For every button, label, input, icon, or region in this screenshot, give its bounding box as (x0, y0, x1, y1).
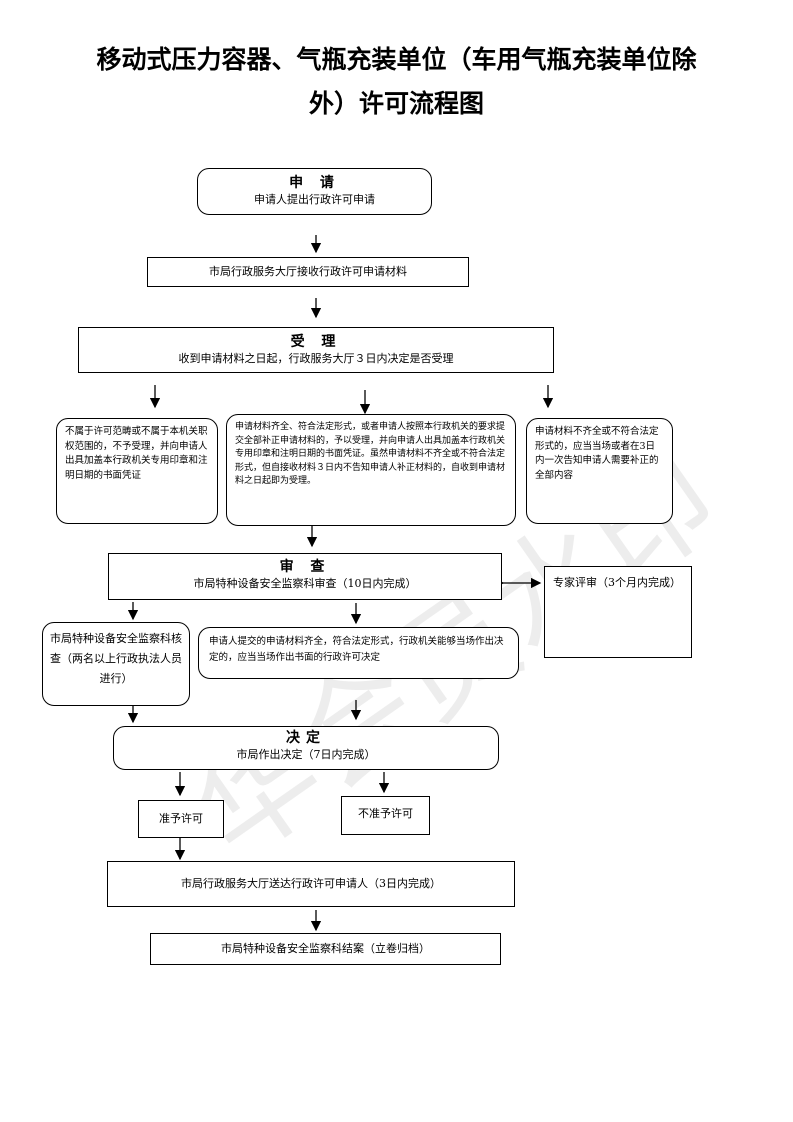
decision-box: 决定 市局作出决定（7日内完成） (113, 726, 499, 770)
decision-text: 市局作出决定（7日内完成） (236, 748, 376, 761)
verify-box: 市局特种设备安全监察科核查（两名以上行政执法人员进行） (42, 622, 190, 706)
decision-heading: 决定 (286, 730, 326, 746)
apply-box: 申 请 申请人提出行政许可申请 (197, 168, 432, 215)
deny-text: 不准予许可 (358, 807, 413, 820)
accept-text: 收到申请材料之日起，行政服务大厅３日内决定是否受理 (178, 352, 454, 365)
onsite-text: 申请人提交的申请材料齐全，符合法定形式，行政机关能够当场作出决定的，应当当场作出… (209, 636, 504, 663)
review-box: 审 查 市局特种设备安全监察科审查（10日内完成） (108, 553, 502, 600)
supplement-box: 申请材料不齐全或不符合法定形式的，应当当场或者在3日内一次告知申请人需要补正的全… (526, 418, 673, 524)
deny-box: 不准予许可 (341, 796, 430, 835)
deliver-box: 市局行政服务大厅送达行政许可申请人（3日内完成） (107, 861, 515, 907)
grant-box: 准予许可 (138, 800, 224, 838)
onsite-box: 申请人提交的申请材料齐全，符合法定形式，行政机关能够当场作出决定的，应当当场作出… (198, 627, 519, 679)
acceptance-text: 申请材料齐全、符合法定形式，或者申请人按照本行政机关的要求提交全部补正申请材料的… (235, 422, 506, 486)
review-heading: 审 查 (279, 559, 331, 575)
apply-text: 申请人提出行政许可申请 (254, 193, 375, 206)
deliver-text: 市局行政服务大厅送达行政许可申请人（3日内完成） (181, 877, 441, 890)
receive-box: 市局行政服务大厅接收行政许可申请材料 (147, 257, 469, 287)
apply-heading: 申 请 (289, 175, 340, 191)
expert-box: 专家评审（3个月内完成） (544, 566, 692, 658)
reject-text: 不属于许可范畴或不属于本机关职权范围的，不予受理，并向申请人出具加盖本行政机关专… (65, 426, 208, 481)
accept-box: 受 理 收到申请材料之日起，行政服务大厅３日内决定是否受理 (78, 327, 554, 373)
close-box: 市局特种设备安全监察科结案（立卷归档） (150, 933, 501, 965)
receive-text: 市局行政服务大厅接收行政许可申请材料 (209, 265, 407, 278)
page-title: 移动式压力容器、气瓶充装单位（车用气瓶充装单位除 外）许可流程图 (40, 38, 753, 126)
verify-text: 市局特种设备安全监察科核查（两名以上行政执法人员进行） (50, 632, 182, 685)
review-text: 市局特种设备安全监察科审查（10日内完成） (193, 577, 417, 590)
close-text: 市局特种设备安全监察科结案（立卷归档） (221, 942, 430, 955)
accept-heading: 受 理 (290, 334, 342, 350)
grant-text: 准予许可 (159, 812, 203, 825)
expert-text: 专家评审（3个月内完成） (553, 576, 681, 589)
title-line-2: 外）许可流程图 (308, 89, 484, 118)
reject-box: 不属于许可范畴或不属于本机关职权范围的，不予受理，并向申请人出具加盖本行政机关专… (56, 418, 218, 524)
supplement-text: 申请材料不齐全或不符合法定形式的，应当当场或者在3日内一次告知申请人需要补正的全… (535, 426, 659, 481)
acceptance-box: 申请材料齐全、符合法定形式，或者申请人按照本行政机关的要求提交全部补正申请材料的… (226, 414, 516, 526)
title-line-1: 移动式压力容器、气瓶充装单位（车用气瓶充装单位除 (96, 45, 697, 74)
